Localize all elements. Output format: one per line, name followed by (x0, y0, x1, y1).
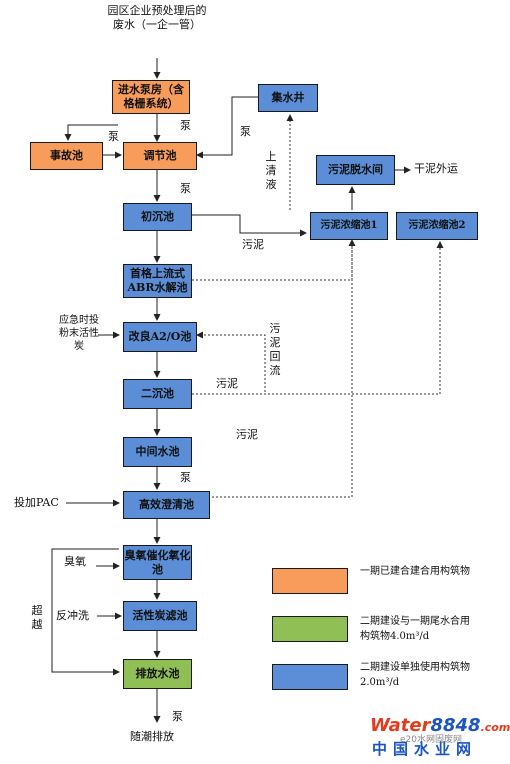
emergency-pool-box: 事故池 (30, 142, 103, 170)
sludge-return-label: 污泥回流 (269, 322, 281, 377)
add-pac-label: 投加PAC (14, 496, 59, 509)
activated-carbon-box: 活性炭滤池 (123, 601, 197, 631)
thickener2-box: 污泥浓缩池2 (396, 212, 478, 240)
pump-label: 泵 (180, 471, 191, 484)
sludge-label: 污泥 (216, 377, 238, 390)
bypass-label: 超越 (31, 604, 43, 631)
pump-label: 泵 (172, 710, 183, 723)
legend-swatch-orange (272, 568, 348, 594)
sump-box: 集水井 (258, 84, 318, 112)
clarifier-box: 高效澄清池 (123, 491, 210, 519)
secondary-settling-box: 二沉池 (123, 379, 192, 409)
ozone-gas-label: 臭氧 (64, 555, 86, 568)
legend-text-blue: 二期建设单独使用构筑物2.0m³/d (360, 662, 470, 688)
sludge-label: 污泥 (242, 238, 264, 251)
flow-lines (51, 58, 444, 723)
discharge-box: 排放水池 (123, 659, 192, 689)
source-label: 园区企业预处理后的废水（一企一管） (107, 4, 207, 31)
sludge-label: 污泥 (236, 428, 258, 441)
backwash-label: 反冲洗 (56, 609, 89, 622)
abr-box: 首格上流式ABR水解池 (123, 264, 192, 298)
watermark-logo: Water8848.com (370, 715, 510, 736)
dewatering-box: 污泥脱水间 (316, 155, 395, 185)
legend-text-orange: 一期已建合建合用构筑物 (360, 566, 470, 577)
thickener1-box: 污泥浓缩池1 (310, 212, 388, 240)
ozone-box: 臭氧催化氧化池 (123, 545, 192, 580)
a2o-box: 改良A2/O池 (123, 322, 197, 352)
primary-settling-box: 初沉池 (123, 203, 192, 231)
pump-label: 泵 (180, 119, 191, 132)
dry-sludge-label: 干泥外运 (414, 162, 458, 175)
legend-swatch-blue (272, 664, 348, 690)
legend-swatch-green (272, 616, 348, 642)
intermediate-box: 中间水池 (123, 437, 192, 467)
pump-label: 泵 (108, 130, 119, 143)
pump-label: 泵 (240, 125, 251, 138)
final-discharge-label: 随潮排放 (130, 730, 174, 743)
equalization-box: 调节池 (123, 142, 197, 170)
supernatant-label: 上清液 (265, 150, 277, 191)
watermark-site: 中国水业网 (372, 740, 478, 758)
legend-text-green: 二期建设与一期尾水合用构筑物4.0m³/d (360, 616, 470, 642)
watermark-account: e20水网固废网 (400, 732, 462, 745)
emergency-pac-label: 应急时投粉末活性炭 (59, 315, 99, 352)
pump-label: 泵 (180, 182, 191, 195)
intake-pump-box: 进水泵房（含格栅系统） (112, 80, 190, 114)
